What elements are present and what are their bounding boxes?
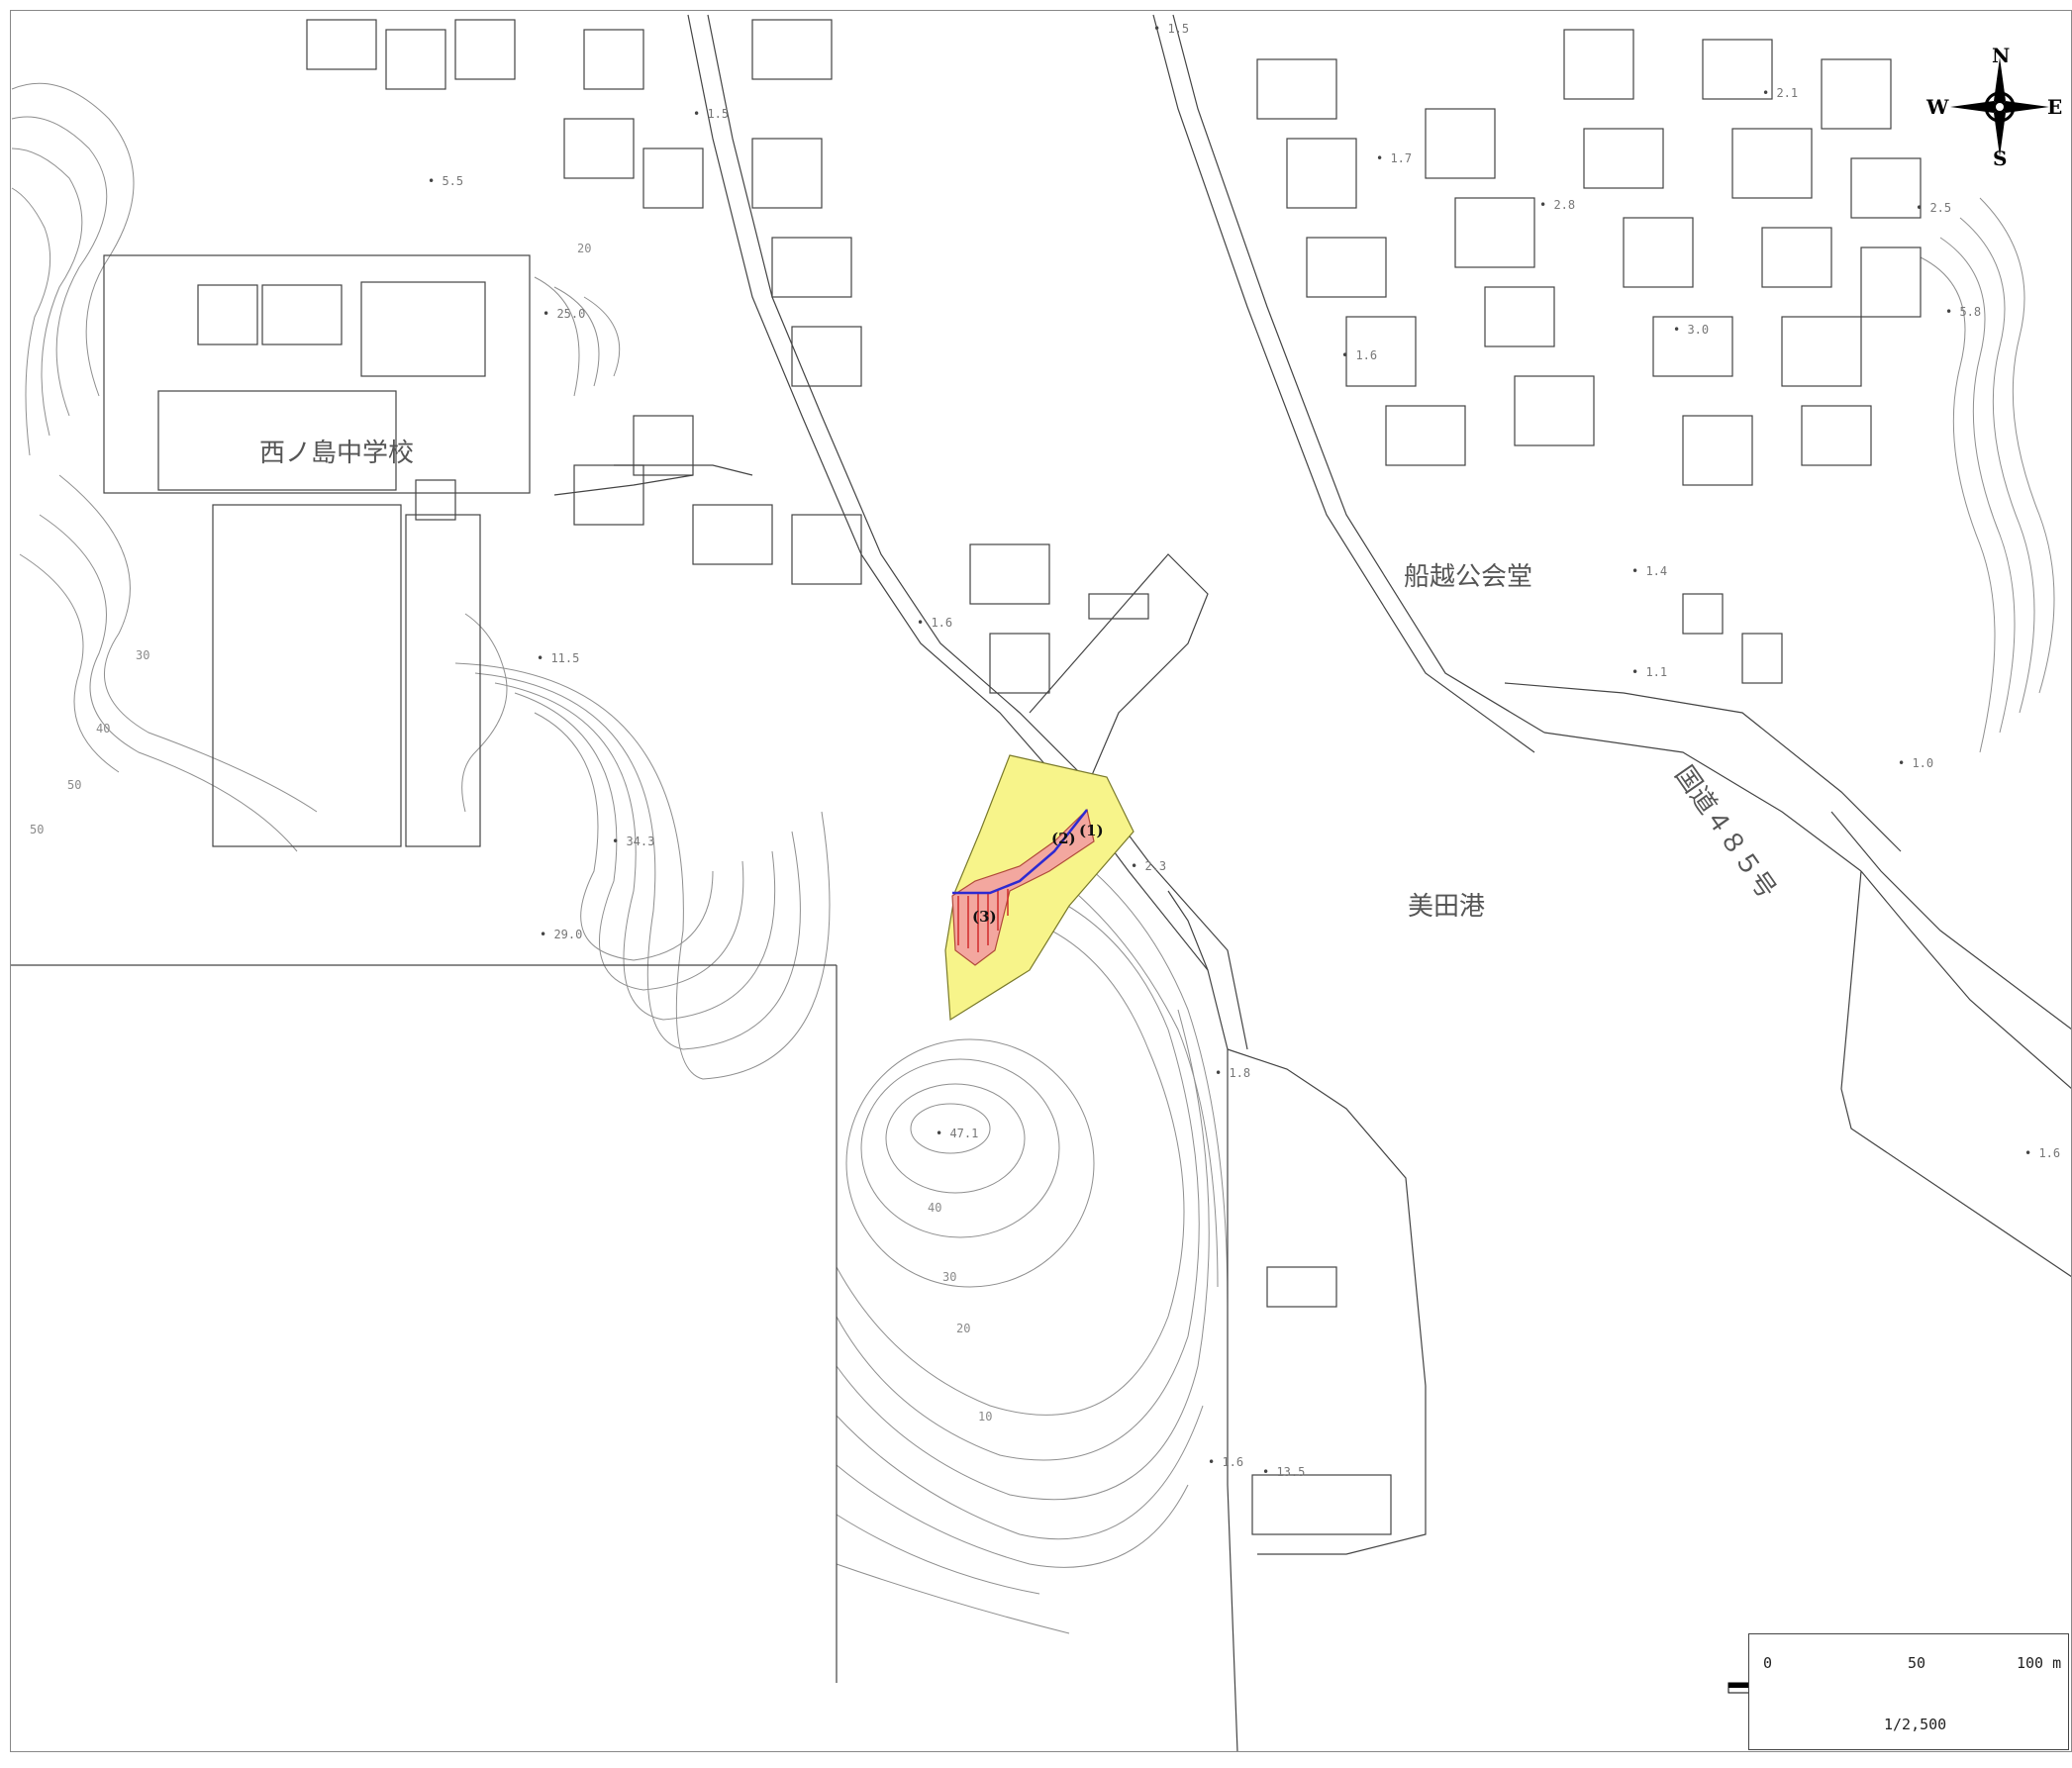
compass-west: W [1926,95,1949,119]
spot-height: 2.3 [1131,859,1166,873]
spot-height: 3.0 [1673,323,1709,337]
zone-marker-3: (3) [972,908,997,926]
contour-label: 40 [928,1201,942,1215]
spot-height: 1.0 [1898,756,1933,770]
scale-bar: 0 50 100 m 1/2,500 [1748,1633,2069,1750]
spot-height: 1.5 [1153,22,1189,36]
slope-crest-line [952,809,1088,895]
spot-height: 1.6 [917,616,952,630]
spot-height: 2.5 [1916,201,1951,215]
compass-north: N [1992,44,2011,67]
spot-height: 5.5 [428,174,463,188]
contour-label: 30 [942,1270,957,1284]
spot-height: 2.1 [1762,86,1798,100]
spot-height: 13.5 [1262,1465,1305,1479]
spot-height: 29.0 [540,928,582,941]
spot-height: 1.1 [1631,665,1667,679]
contour-lines-west [11,82,2055,1080]
contour-lines-south [836,850,1229,1634]
scale-zero: 0 [1763,1654,1773,1672]
spot-height: 11.5 [537,651,579,665]
zone-marker-2: (2) [1051,830,1076,847]
compass-rose: N S W E [1926,44,2063,170]
school-label: 西ノ島中学校 [259,438,415,467]
contour-label: 50 [67,778,82,792]
spot-height: 5.8 [1945,305,1981,319]
spot-height: 1.6 [2024,1146,2060,1160]
spot-height: 1.4 [1631,564,1667,578]
spot-height: 25.0 [543,307,585,321]
contour-label: 20 [577,242,592,255]
spot-height: 1.6 [1341,348,1377,362]
compass-icon [1950,57,2049,156]
contour-label: 20 [956,1322,971,1335]
scale-end: 100 m [2017,1654,2062,1672]
contour-label: 50 [30,823,45,836]
zone-marker-1: (1) [1079,822,1104,839]
contour-label: 30 [136,648,150,662]
spot-height: 1.6 [1208,1455,1243,1469]
spot-height: 47.1 [936,1127,978,1140]
spot-height: 1.8 [1215,1066,1250,1080]
spot-height: 1.5 [693,107,729,121]
contour-label: 40 [96,722,111,736]
port-label: 美田港 [1408,891,1486,921]
contour-label: 10 [978,1410,993,1424]
scale-mid: 50 [1908,1654,1926,1672]
slope-hatching [957,889,1009,952]
map-features [10,14,2072,1753]
hall-label: 船越公会堂 [1404,561,1533,591]
spot-height: 1.7 [1376,151,1412,165]
scale-ratio: 1/2,500 [1884,1716,1947,1733]
compass-south: S [1993,147,2008,170]
spot-height: 2.8 [1539,198,1575,212]
compass-east: E [2047,95,2063,119]
spot-height: 34.3 [612,835,654,848]
